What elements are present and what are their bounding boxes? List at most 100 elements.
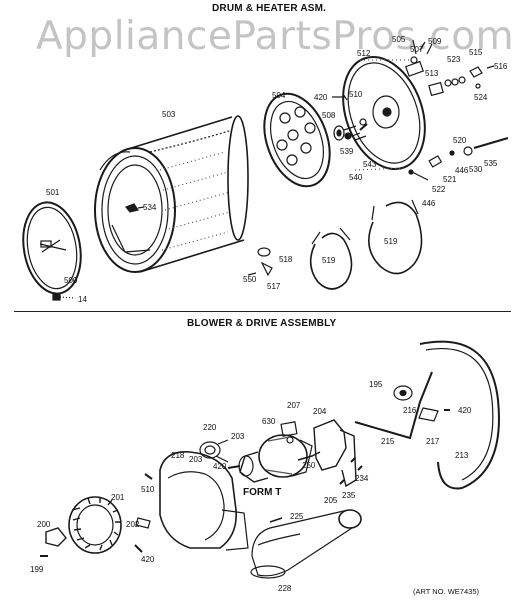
part-label: 207 [287, 401, 301, 410]
part-label: 518 [279, 255, 293, 264]
idler-arm [354, 371, 433, 440]
motor-clamp [199, 439, 229, 463]
part-label: 420 [458, 406, 472, 415]
screw-510 [144, 473, 153, 480]
rear-bulkhead [263, 92, 331, 188]
part-label: 517 [267, 282, 281, 291]
part-label: 446 [455, 166, 469, 175]
part-label: 216 [403, 406, 417, 415]
part-label: 501 [46, 188, 60, 197]
part-label: 446 [422, 199, 436, 208]
part-label: 503 [162, 110, 176, 119]
part-label: 420 [314, 93, 328, 102]
drive-motor [227, 434, 313, 483]
blower-section-title: BLOWER & DRIVE ASSEMBLY [187, 318, 337, 329]
part-label: 220 [203, 423, 217, 432]
motor-bracket [313, 419, 357, 488]
drum-section-title: DRUM & HEATER ASM. [212, 3, 327, 14]
screw-14 [52, 293, 75, 301]
part-label: 199 [30, 565, 44, 574]
part-label: 217 [426, 437, 440, 446]
heater-coil-left [309, 227, 353, 290]
blower-housing [159, 451, 249, 551]
drum-clip [125, 203, 145, 213]
part-label: 250 [302, 461, 316, 470]
blower-clip [135, 517, 151, 529]
part-label: 522 [432, 185, 446, 194]
bearing [333, 125, 357, 141]
part-label: 530 [469, 165, 483, 174]
part-label: 543 [363, 160, 377, 169]
part-label: 630 [262, 417, 276, 426]
part-label: 508 [322, 111, 336, 120]
drum-support [247, 247, 273, 277]
part-label: 513 [425, 69, 439, 78]
motor-switch [280, 421, 298, 444]
form-label: FORM T [243, 487, 282, 498]
part-label: 202 [126, 520, 140, 529]
part-label: 535 [484, 159, 498, 168]
idler-bracket [418, 407, 439, 422]
part-label: 519 [384, 237, 398, 246]
screw-420-drum [332, 93, 348, 101]
part-label: 550 [243, 275, 257, 284]
heater-panel [342, 55, 426, 171]
heater-hardware [344, 118, 368, 140]
motor-shaft [297, 451, 321, 461]
part-label: 200 [37, 520, 51, 529]
screw-420-blower [134, 544, 143, 553]
part-label: 225 [290, 512, 304, 521]
part-label: 204 [313, 407, 327, 416]
thermostat [404, 39, 433, 77]
terminal-clips [444, 76, 466, 87]
blower-wheel [68, 496, 122, 554]
part-label: 520 [453, 136, 467, 145]
part-label: 218 [171, 451, 185, 460]
part-label: 203 [231, 432, 245, 441]
part-label: 203 [189, 455, 203, 464]
part-label: 521 [443, 175, 457, 184]
wheel-hub [40, 527, 67, 557]
part-label: 195 [369, 380, 383, 389]
part-label: 215 [381, 437, 395, 446]
part-label: 510 [141, 485, 155, 494]
part-label: 539 [340, 147, 354, 156]
part-label: 540 [349, 173, 363, 182]
part-label: 516 [494, 62, 508, 71]
watermark: AppliancePartsPros.com [36, 14, 515, 59]
part-label: 213 [455, 451, 469, 460]
front-seal-ring [22, 201, 82, 295]
part-label: 515 [469, 48, 483, 57]
part-label: 519 [322, 256, 336, 265]
drum [94, 115, 249, 273]
part-label: 509 [428, 37, 442, 46]
duct-screw [269, 517, 283, 523]
part-label: 205 [324, 496, 338, 505]
heater-rod [463, 137, 509, 156]
part-label: 14 [78, 295, 87, 304]
part-label: 510 [349, 90, 363, 99]
part-label: 507 [410, 45, 424, 54]
part-label: 201 [111, 493, 125, 502]
part-label: 512 [357, 49, 371, 58]
part-label: 504 [272, 91, 286, 100]
part-label: 234 [355, 474, 369, 483]
part-label: 524 [474, 93, 488, 102]
exhaust-duct [250, 509, 362, 579]
part-label: 505 [392, 35, 406, 44]
heater-coil-right [368, 199, 423, 275]
part-label: 420 [213, 462, 227, 471]
heater-terminal [469, 65, 495, 89]
idler-pulley [393, 385, 413, 401]
part-label: 534 [143, 203, 157, 212]
part-label: 500 [64, 276, 78, 285]
part-label: 228 [278, 584, 292, 593]
thermal-fuse [428, 81, 444, 97]
heater-bolt-set [408, 150, 455, 181]
drive-belt [419, 340, 500, 490]
part-label: 235 [342, 491, 356, 500]
section-divider [14, 311, 511, 312]
bracket-screws [339, 457, 363, 485]
